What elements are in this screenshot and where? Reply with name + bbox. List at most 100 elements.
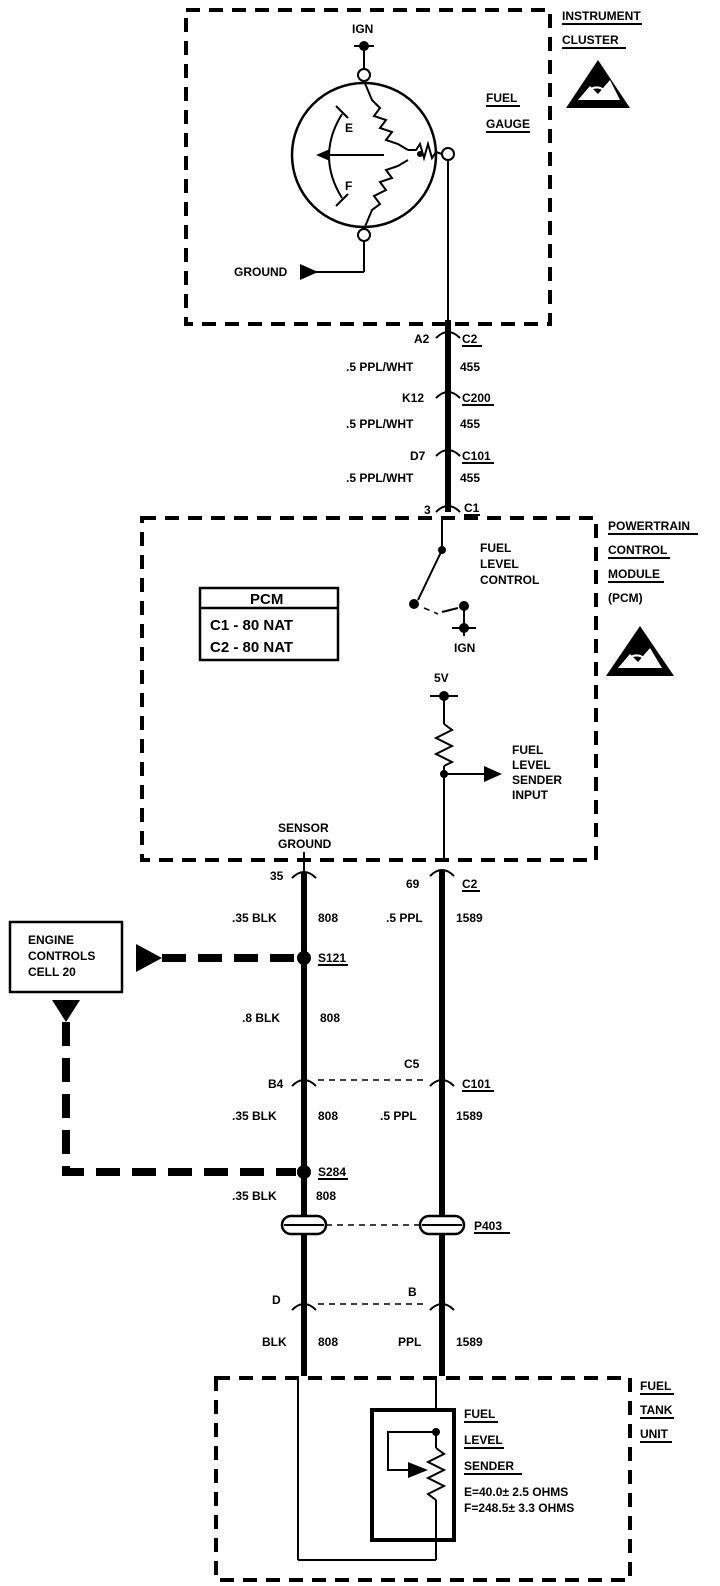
engine-controls-3: CELL 20 [28,965,76,979]
wire-right-2: .5 PPL [380,1109,417,1123]
connector-pin-b [429,1303,455,1311]
switch-link [441,607,459,613]
pcm-ign-label: IGN [454,641,475,655]
wire-color-2: .5 PPL/WHT [346,417,414,431]
esd-warning-icon [566,60,630,108]
connector-c2 [435,331,461,339]
coil-upper [363,80,409,151]
circuit-left-2: 808 [320,1011,340,1025]
pcm-title-4: (PCM) [608,591,643,605]
pin-3: 3 [424,503,431,517]
pin-d7: D7 [410,449,426,463]
pin-b: B [408,1285,417,1299]
connector-c2-lower: C2 [462,877,478,891]
connector-c101-label: C101 [462,449,491,463]
gauge-tick [335,105,349,119]
wire-left-2: .8 BLK [242,1011,280,1025]
connector-p403-left [280,1214,328,1236]
ign-label: IGN [352,22,373,36]
fuel-tank-unit-box [214,1376,632,1582]
sender-input-1: FUEL [512,743,543,757]
coil-lower [363,159,409,230]
connector-pin-d [291,1303,317,1311]
esd-warning-icon [606,626,674,676]
upper-harness: A2 C2 .5 PPL/WHT 455 K12 C200 .5 PPL/WHT… [346,320,494,517]
connector-c101-lower: C101 [462,1077,491,1091]
pin-69: 69 [406,877,420,891]
connector-p403-label: P403 [474,1219,502,1233]
fuel-gauge-label-2: GAUGE [486,117,530,131]
wire-left-1: .35 BLK [232,911,277,925]
connector-p403-right [418,1214,466,1236]
engine-controls-box [8,920,124,994]
engine-controls-reference: ENGINE CONTROLS CELL 20 [8,920,296,1176]
circuit-2: 455 [460,417,480,431]
circuit-1: 455 [460,360,480,374]
five-v-label: 5V [434,671,449,685]
circuit-left-3: 808 [318,1109,338,1123]
ground-arrow-icon [300,264,318,280]
pin-c5: C5 [404,1057,420,1071]
terminal [441,147,455,161]
instrument-cluster-title-1: INSTRUMENT [562,9,641,23]
pcm-connector-table [198,586,340,662]
wiper-arm [387,1431,436,1471]
splice-s284 [297,1165,311,1179]
instrument-cluster: INSTRUMENT CLUSTER IGN E F [184,8,642,326]
sender-spec-f: F=248.5± 3.3 OHMS [464,1501,574,1515]
pcm-title-2: CONTROL [608,543,667,557]
pin-k12: K12 [402,391,424,405]
switch-gap [423,607,439,615]
wiper-arrow-icon [408,1462,428,1478]
input-arrow-icon [484,766,502,782]
pin-35: 35 [270,869,284,883]
fuel-level-control-1: FUEL [480,541,511,555]
engine-controls-1: ENGINE [28,933,74,947]
reference-arrow-icon [52,1000,80,1022]
connector-c101 [435,449,461,457]
pcm: POWERTRAIN CONTROL MODULE (PCM) PCM C1 -… [140,516,698,872]
splice-s284-label: S284 [318,1165,346,1179]
pin-b4: B4 [268,1077,284,1091]
terminal [357,228,371,242]
splice-s121-label: S121 [318,951,346,965]
pin-a2: A2 [414,332,430,346]
sender-input-3: SENDER [512,773,562,787]
connector-c200-label: C200 [462,391,491,405]
ground-label: GROUND [234,265,288,279]
lower-harness: 35 69 C2 .35 BLK 808 .5 PPL 1589 S121 .8… [162,869,510,1376]
wire-left-5: BLK [262,1335,287,1349]
instrument-cluster-box [184,8,552,326]
sender-label-1: FUEL [464,1407,495,1421]
instrument-cluster-title-2: CLUSTER [562,33,619,47]
fuel-level-control-3: CONTROL [480,573,539,587]
sender-label-3: SENDER [464,1459,514,1473]
wire-left-4: .35 BLK [232,1189,277,1203]
circuit-3: 455 [460,471,480,485]
wire-color-1: .5 PPL/WHT [346,360,414,374]
pcm-table-row-1: C1 - 80 NAT [210,617,293,634]
connector-c1 [435,505,461,513]
connector-c1-label: C1 [464,501,480,515]
wire-right-3: PPL [398,1335,421,1349]
splice-s284-link [62,1022,296,1176]
reference-arrow-icon [136,944,162,972]
sender-spec-e: E=40.0± 2.5 OHMS [464,1485,568,1499]
wire-right-1: .5 PPL [386,911,423,925]
sender-label-2: LEVEL [464,1433,503,1447]
connector-pcm-c2 [429,869,455,877]
pcm-box [140,516,598,862]
gauge-f-label: F [345,179,352,193]
connector-c200 [435,391,461,399]
gauge-tick [335,193,349,207]
sensor-ground-1: SENSOR [278,821,329,835]
sender-variable-resistor [425,1447,447,1501]
fuel-tank-title-1: FUEL [640,1379,671,1393]
coil-junction [417,151,423,157]
engine-controls-2: CONTROLS [28,949,95,963]
circuit-left-4: 808 [316,1189,336,1203]
gauge-needle-head [316,149,330,161]
wire-color-3: .5 PPL/WHT [346,471,414,485]
pin-d: D [272,1293,281,1307]
